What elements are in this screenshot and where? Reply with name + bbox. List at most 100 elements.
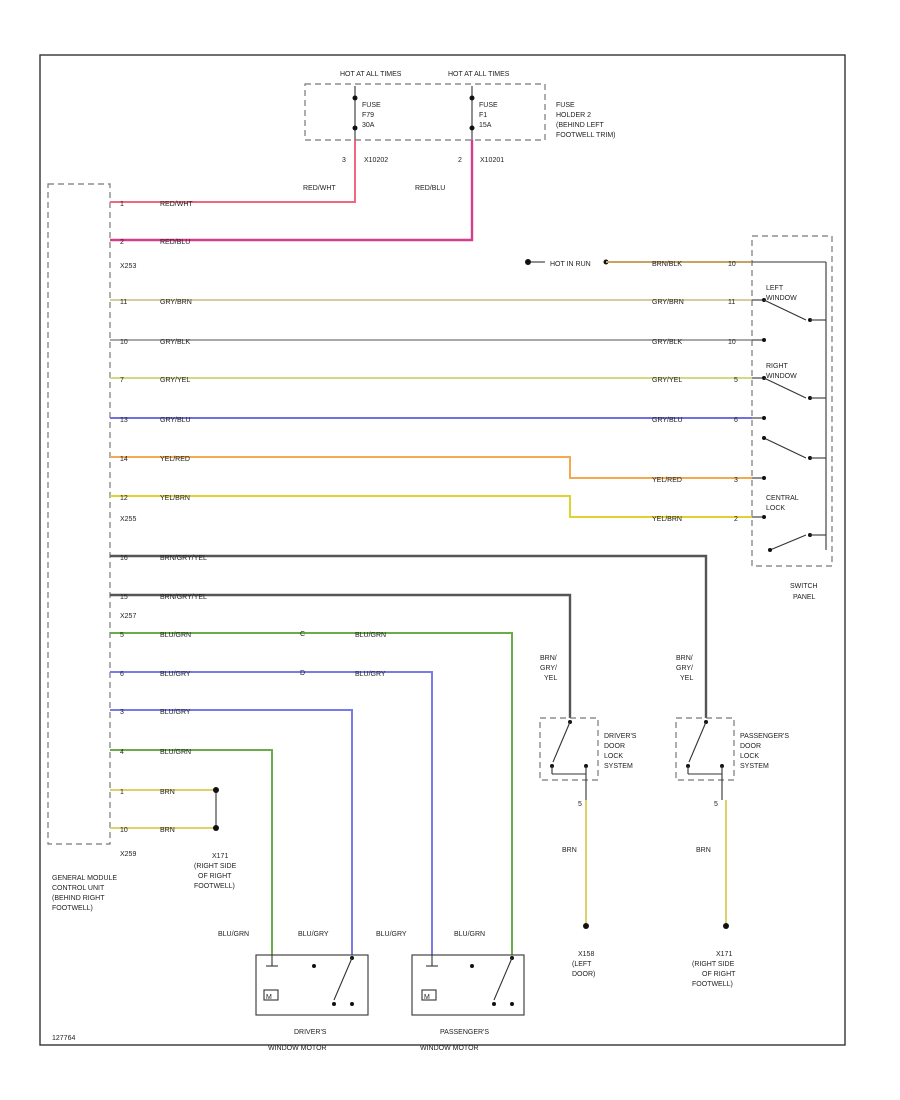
driver-motor-name-1: DRIVER'S (294, 1029, 327, 1036)
switch-panel-box (751, 235, 833, 567)
driver-lock-wire-label-1: BRN/ (540, 655, 557, 662)
wire-10-pin: 15 (120, 594, 128, 601)
wire-8-right-pin: 2 (734, 516, 738, 523)
passenger-motor-symbol: M (424, 994, 430, 1001)
wire-15-pin: 1 (120, 789, 124, 796)
passenger-motor-name-1: PASSENGER'S (440, 1029, 489, 1036)
driver-lock-pin: 5 (578, 801, 582, 808)
driver-lock-ground-label-3: DOOR) (572, 971, 595, 978)
driver-window-motor-box (255, 954, 369, 1016)
wire-4-right-pin: 10 (728, 339, 736, 346)
fuse-holder-label-2: HOLDER 2 (556, 112, 591, 119)
wire-2-label: RED/BLU (160, 239, 190, 246)
passenger-motor-wire-label-a: BLU/GRY (376, 931, 407, 938)
wire-3-right-label: GRY/BRN (652, 299, 684, 306)
left-window-switch-label-1: LEFT (766, 285, 784, 292)
fuse-f79-wire-color: RED/WHT (303, 185, 336, 192)
wire-14-pin: 4 (120, 749, 124, 756)
gm-ground-label-2: (RIGHT SIDE (194, 863, 237, 870)
driver-motor-symbol: M (266, 994, 272, 1001)
switch-top-wire-label: BRN/BLK (652, 261, 682, 268)
wire-8-right-label: YEL/BRN (652, 516, 682, 523)
wire-12-mid-label: BLU/GRY (355, 671, 386, 678)
wire-16-pin: 10 (120, 827, 128, 834)
passenger-lock-name-3: LOCK (740, 753, 759, 760)
splice-c-label: C (300, 631, 305, 638)
passenger-window-motor-internals (421, 955, 514, 1006)
passenger-lock-name-2: DOOR (740, 743, 761, 750)
hot-at-all-times-label-2: HOT AT ALL TIMES (448, 71, 510, 78)
passenger-lock-name-4: SYSTEM (740, 763, 769, 770)
diagram-code: 127764 (52, 1035, 75, 1042)
driver-lock-ground-label-1: X158 (578, 951, 594, 958)
gm-connector-x255: X255 (120, 516, 136, 523)
fuse-f79-pin: 3 (342, 157, 346, 164)
wire-5-right-pin: 5 (734, 377, 738, 384)
wire-brn-gry-yel-passenger (110, 554, 708, 718)
wire-blu-gry-driver (110, 709, 353, 955)
gm-label-2: CONTROL UNIT (52, 885, 105, 892)
fuse-holder-label-4: FOOTWELL TRIM) (556, 132, 616, 139)
wire-red-wht (110, 140, 356, 203)
switch-panel-label-1: SWITCH (790, 583, 818, 590)
wire-6-pin: 13 (120, 417, 128, 424)
general-module-box (47, 183, 111, 845)
wire-7-label: YEL/RED (160, 456, 190, 463)
wire-3-pin: 11 (120, 299, 127, 306)
wire-5-pin: 7 (120, 377, 124, 384)
passenger-motor-name-2: WINDOW MOTOR (420, 1045, 479, 1052)
wire-4-label: GRY/BLK (160, 339, 191, 346)
gm-ground-label-1: X171 (212, 853, 228, 860)
driver-motor-wire-label-a: BLU/GRN (218, 931, 249, 938)
left-window-switch (752, 298, 826, 342)
wire-6-label: GRY/BLU (160, 417, 191, 424)
fuse-f79-word: FUSE (362, 102, 381, 109)
wire-1-pin: 1 (120, 201, 124, 208)
central-lock-switch-label-2: LOCK (766, 505, 785, 512)
wire-brn-gry-yel-driver (110, 593, 572, 718)
passenger-lock-ground-label-1: X171 (716, 951, 732, 958)
passenger-motor-wire-label-b: BLU/GRN (454, 931, 485, 938)
fuse-f79-rating: 30A (362, 122, 375, 129)
ground-point-2 (213, 825, 219, 831)
hot-in-run-terminal (525, 259, 531, 265)
gm-label-4: FOOTWELL) (52, 905, 93, 912)
driver-lock-name-3: LOCK (604, 753, 623, 760)
fuse-f79-number: F79 (362, 112, 374, 119)
passenger-lock-ground-label-3: OF RIGHT (702, 971, 736, 978)
wire-11-pin: 5 (120, 632, 124, 639)
fuse-f1-rating: 15A (479, 122, 492, 129)
wire-12-label: BLU/GRY (160, 671, 191, 678)
passenger-lock-wire-label-3: YEL (680, 675, 693, 682)
passenger-lock-ground-point (723, 923, 729, 929)
gm-connector-x259: X259 (120, 851, 136, 858)
driver-lock-ground-point (583, 923, 589, 929)
wire-9-pin: 16 (120, 555, 128, 562)
fuse-f79-terminal-top (352, 95, 358, 101)
driver-motor-name-2: WINDOW MOTOR (268, 1045, 327, 1052)
gm-label-1: GENERAL MODULE (52, 875, 117, 882)
fuse-holder-label-3: (BEHIND LEFT (556, 122, 605, 129)
wire-1-label: RED/WHT (160, 201, 193, 208)
wire-4-pin: 10 (120, 339, 128, 346)
wire-4-right-label: GRY/BLK (652, 339, 683, 346)
wire-2-pin: 2 (120, 239, 124, 246)
passenger-lock-wire-label-2: GRY/ (676, 665, 693, 672)
driver-lock-name-4: SYSTEM (604, 763, 633, 770)
passenger-door-lock-switch (686, 720, 724, 800)
fuse-holder-label-1: FUSE (556, 102, 575, 109)
wire-8-label: YEL/BRN (160, 495, 190, 502)
wire-9-label: BRN/GRY/YEL (160, 555, 207, 562)
wire-11-mid-label: BLU/GRN (355, 632, 386, 639)
wire-13-pin: 3 (120, 709, 124, 716)
wire-13-label: BLU/GRY (160, 709, 191, 716)
hot-at-all-times-label-1: HOT AT ALL TIMES (340, 71, 402, 78)
wire-5-label: GRY/YEL (160, 377, 190, 384)
driver-lock-wire-label-2: GRY/ (540, 665, 557, 672)
wire-5-right-label: GRY/YEL (652, 377, 682, 384)
wire-7-right-label: YEL/RED (652, 477, 682, 484)
gm-connector-x257: X257 (120, 613, 136, 620)
driver-lock-wire-label-3: YEL (544, 675, 557, 682)
fuse-f1-connector: X10201 (480, 157, 504, 164)
wire-11-label: BLU/GRN (160, 632, 191, 639)
